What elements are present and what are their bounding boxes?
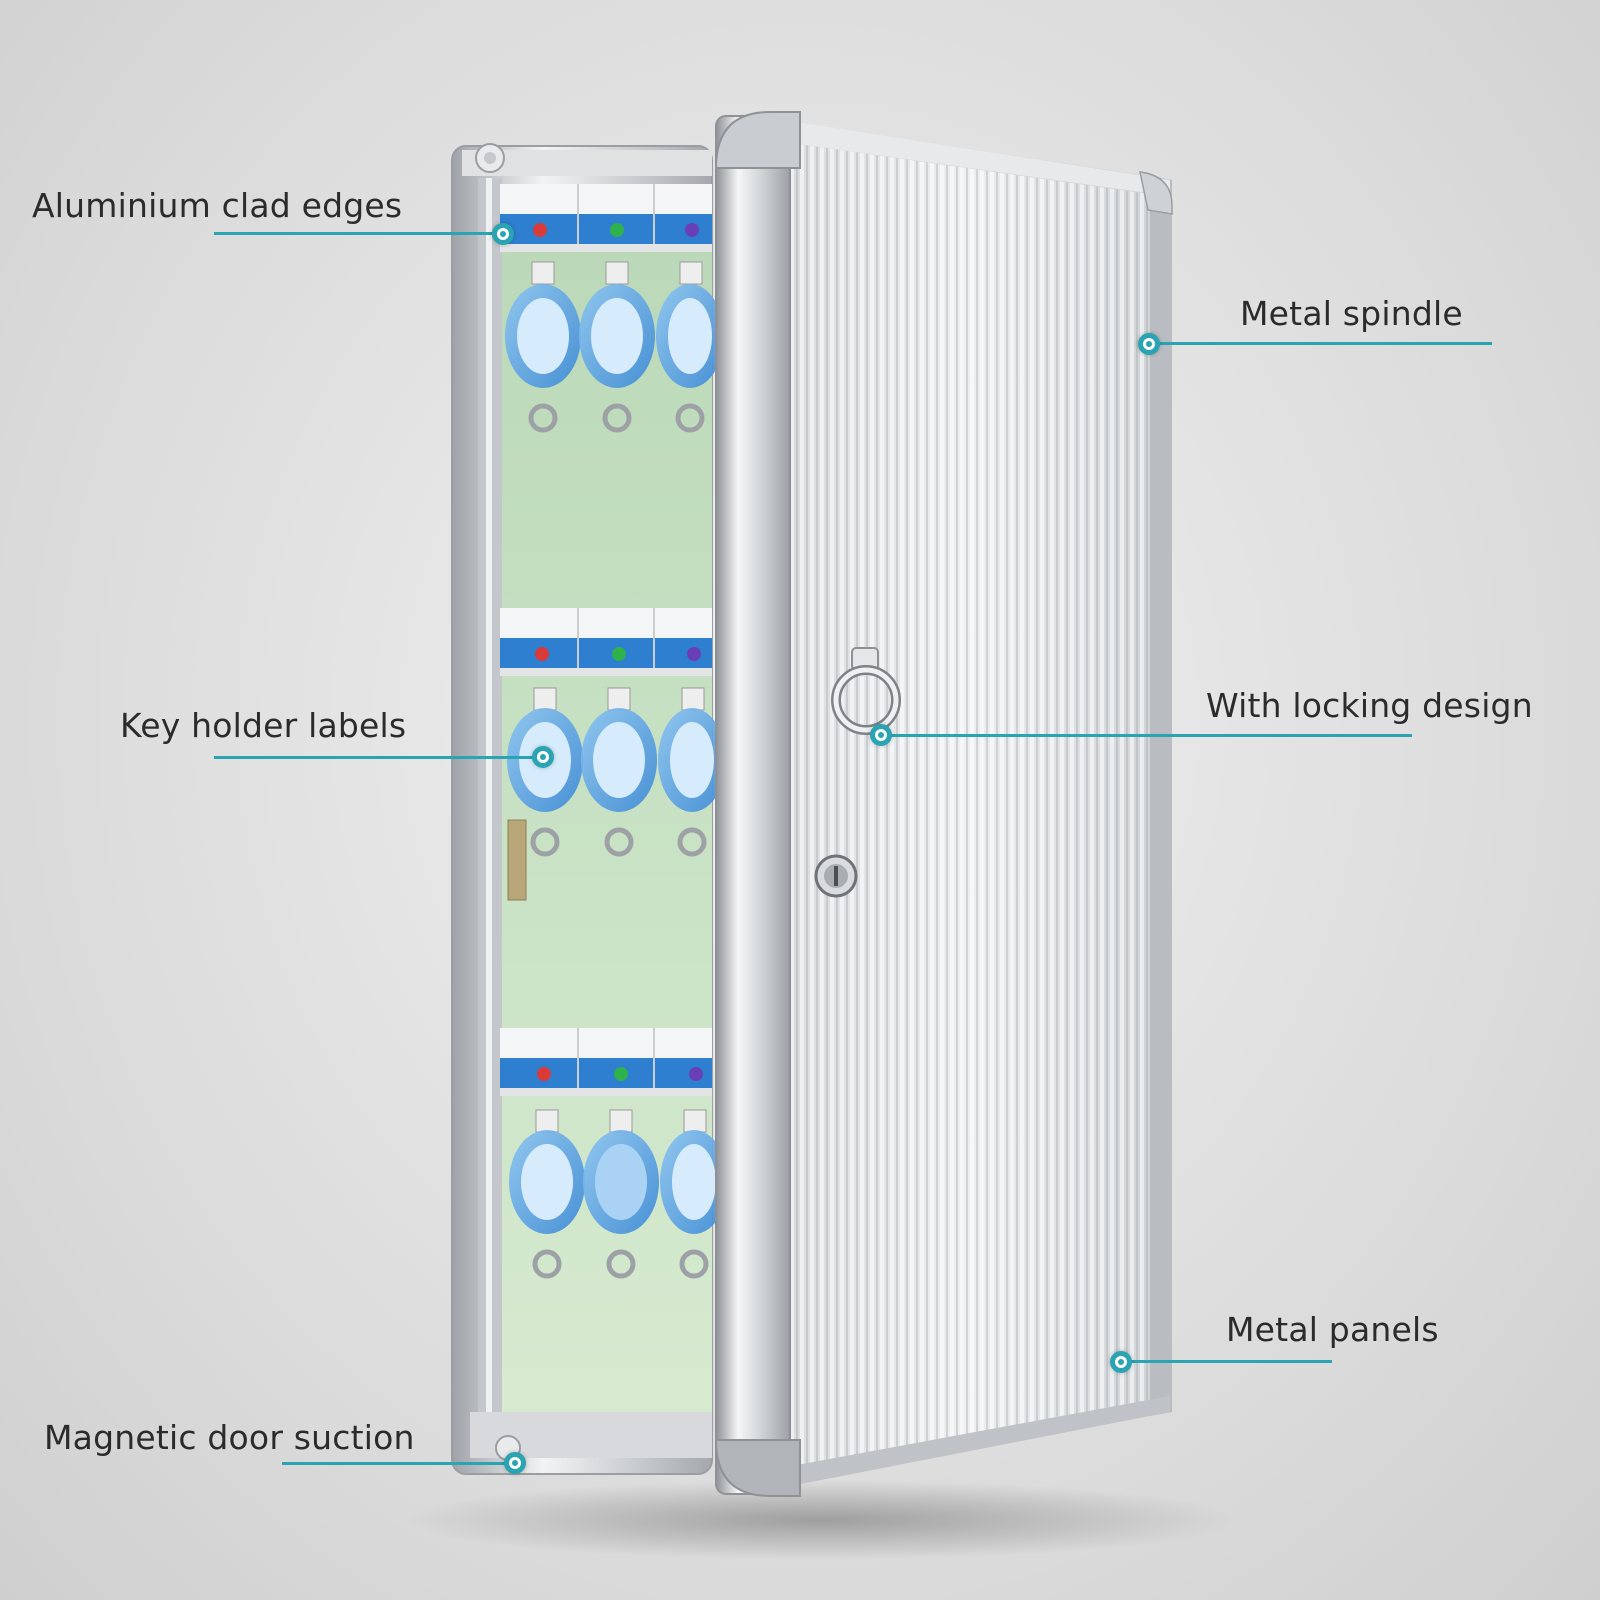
key-tag — [579, 261, 655, 433]
key-lock — [814, 854, 858, 898]
callout-dot-key-labels — [532, 746, 554, 768]
shelf-row-2 — [500, 608, 712, 676]
key-tag — [509, 1109, 585, 1279]
key-tag — [660, 1109, 728, 1279]
callout-metal-spindle: Metal spindle — [1240, 294, 1463, 333]
leader-line-locking — [880, 734, 1412, 737]
key-tag — [656, 261, 724, 433]
shelf-row-1 — [500, 184, 712, 252]
key-tags-row-1 — [505, 261, 724, 433]
callout-dot-metal-spindle — [1138, 333, 1160, 355]
leader-line-metal-spindle — [1148, 342, 1492, 345]
callout-metal-panels: Metal panels — [1226, 1310, 1439, 1349]
door-latch-plate — [507, 819, 527, 901]
leader-line-metal-panels — [1120, 1360, 1332, 1363]
callout-dot-locking — [870, 724, 892, 746]
door-corner-cap-bottom — [714, 1439, 801, 1497]
callout-dot-metal-panels — [1110, 1351, 1132, 1373]
callout-with-locking-design: With locking design — [1206, 686, 1533, 725]
ring-pull-handle — [831, 647, 901, 735]
callout-dot-magnetic — [504, 1452, 526, 1474]
key-tag — [583, 1109, 659, 1279]
leader-line-magnetic — [282, 1462, 516, 1465]
key-tags-row-2 — [507, 687, 726, 901]
cabinet-door — [714, 111, 1173, 1497]
callout-aluminium-clad-edges: Aluminium clad edges — [32, 186, 403, 225]
callout-magnetic-door-suction: Magnetic door suction — [44, 1418, 415, 1457]
leader-line-key-labels — [214, 756, 544, 759]
key-tag — [658, 687, 726, 857]
leader-line-aluminium — [214, 232, 504, 235]
shelf-row-3 — [500, 1028, 712, 1096]
callout-dot-aluminium — [492, 223, 514, 245]
key-tag — [581, 687, 657, 857]
key-tags-row-3 — [509, 1109, 728, 1279]
floor-shadow — [400, 1480, 1240, 1560]
callout-key-holder-labels: Key holder labels — [120, 706, 407, 745]
cabinet-body — [451, 143, 728, 1475]
key-tag — [505, 261, 581, 433]
door-corner-cap-top — [714, 111, 801, 169]
